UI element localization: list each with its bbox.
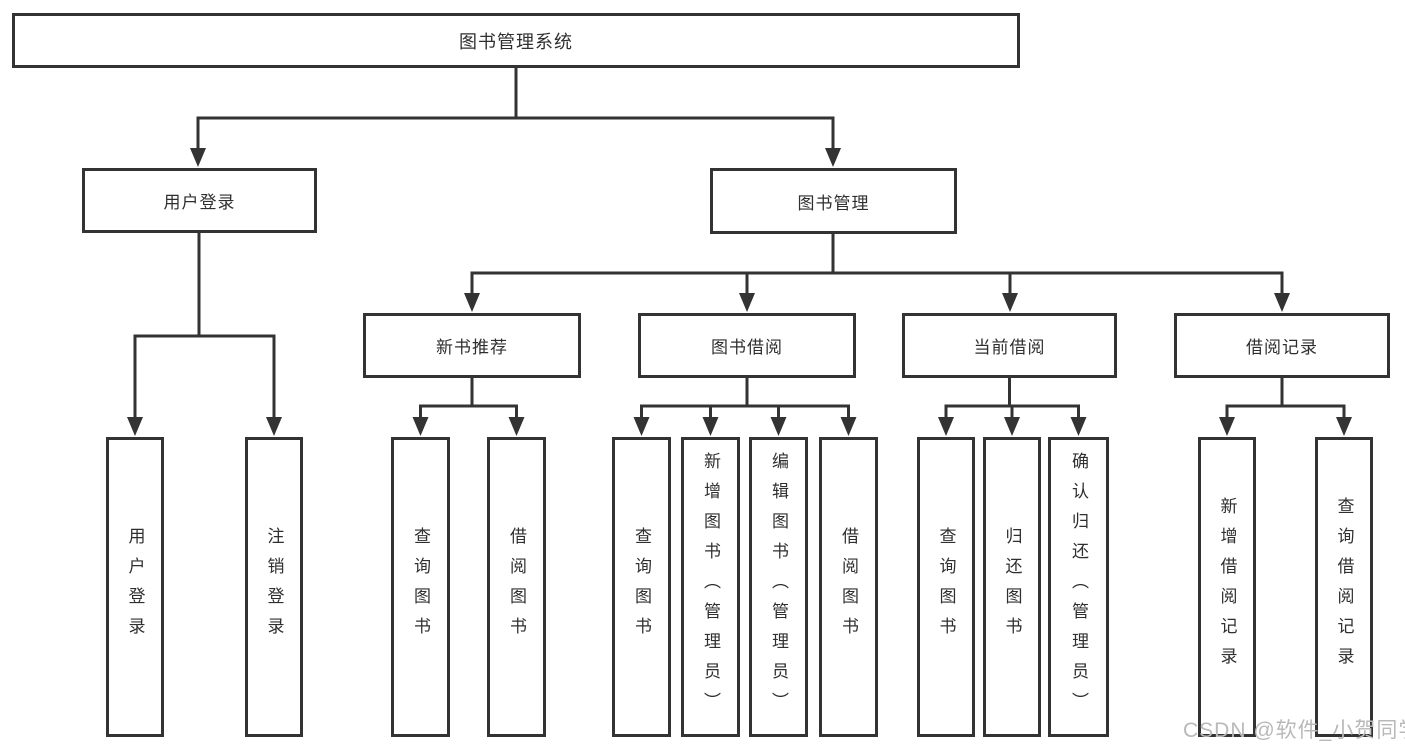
node-label: 查询图书 bbox=[936, 527, 956, 647]
arrowhead-icons bbox=[127, 148, 1352, 436]
node-label: 图书管理 bbox=[797, 193, 870, 213]
node-label: 图书管理系统 bbox=[459, 31, 573, 52]
node-label: 新增借阅记录 bbox=[1217, 497, 1237, 677]
node-leaf-add-books-admin: 新增图书（管理员） bbox=[681, 437, 740, 737]
node-leaf-query-borrow-record: 查询借阅记录 bbox=[1315, 437, 1373, 737]
node-leaf-query-books-borrowing: 查询图书 bbox=[612, 437, 671, 737]
node-leaf-return-books: 归还图书 bbox=[983, 437, 1041, 737]
node-leaf-confirm-return-admin: 确认归还（管理员） bbox=[1048, 437, 1109, 737]
node-label: 借阅记录 bbox=[1246, 338, 1318, 357]
node-current-borrowing: 当前借阅 bbox=[902, 313, 1117, 378]
node-leaf-query-books-current: 查询图书 bbox=[917, 437, 975, 737]
node-label: 编辑图书（管理员） bbox=[769, 452, 788, 722]
node-book-management-branch: 图书管理 bbox=[710, 168, 957, 234]
node-leaf-add-borrow-record: 新增借阅记录 bbox=[1198, 437, 1256, 737]
node-leaf-logout: 注销登录 bbox=[245, 437, 303, 737]
node-label: 确认归还（管理员） bbox=[1069, 452, 1088, 722]
node-label: 借阅图书 bbox=[839, 527, 858, 647]
node-leaf-edit-books-admin: 编辑图书（管理员） bbox=[749, 437, 808, 737]
node-book-borrowing: 图书借阅 bbox=[638, 313, 856, 378]
node-borrowing-records: 借阅记录 bbox=[1174, 313, 1390, 378]
node-label: 注销登录 bbox=[264, 527, 284, 647]
node-leaf-user-login: 用户登录 bbox=[106, 437, 164, 737]
node-label: 图书借阅 bbox=[711, 338, 783, 357]
node-user-login-branch: 用户登录 bbox=[82, 168, 317, 233]
node-root-system: 图书管理系统 bbox=[12, 13, 1020, 68]
node-label: 查询借阅记录 bbox=[1334, 497, 1354, 677]
node-new-book-recommendation: 新书推荐 bbox=[363, 313, 581, 378]
node-leaf-borrow-books-recommend: 借阅图书 bbox=[487, 437, 546, 737]
node-label: 当前借阅 bbox=[973, 338, 1046, 357]
node-label: 借阅图书 bbox=[507, 527, 526, 647]
node-label: 查询图书 bbox=[632, 527, 651, 647]
node-label: 用户登录 bbox=[163, 193, 236, 212]
csdn-watermark: CSDN @软件_小贺同学 bbox=[1183, 719, 1405, 742]
node-label: 查询图书 bbox=[411, 527, 430, 647]
node-label: 归还图书 bbox=[1002, 527, 1022, 647]
node-label: 用户登录 bbox=[125, 527, 145, 647]
node-label: 新增图书（管理员） bbox=[701, 452, 720, 722]
node-label: 新书推荐 bbox=[436, 338, 508, 357]
node-leaf-borrow-books: 借阅图书 bbox=[819, 437, 878, 737]
node-leaf-query-books-recommend: 查询图书 bbox=[391, 437, 450, 737]
